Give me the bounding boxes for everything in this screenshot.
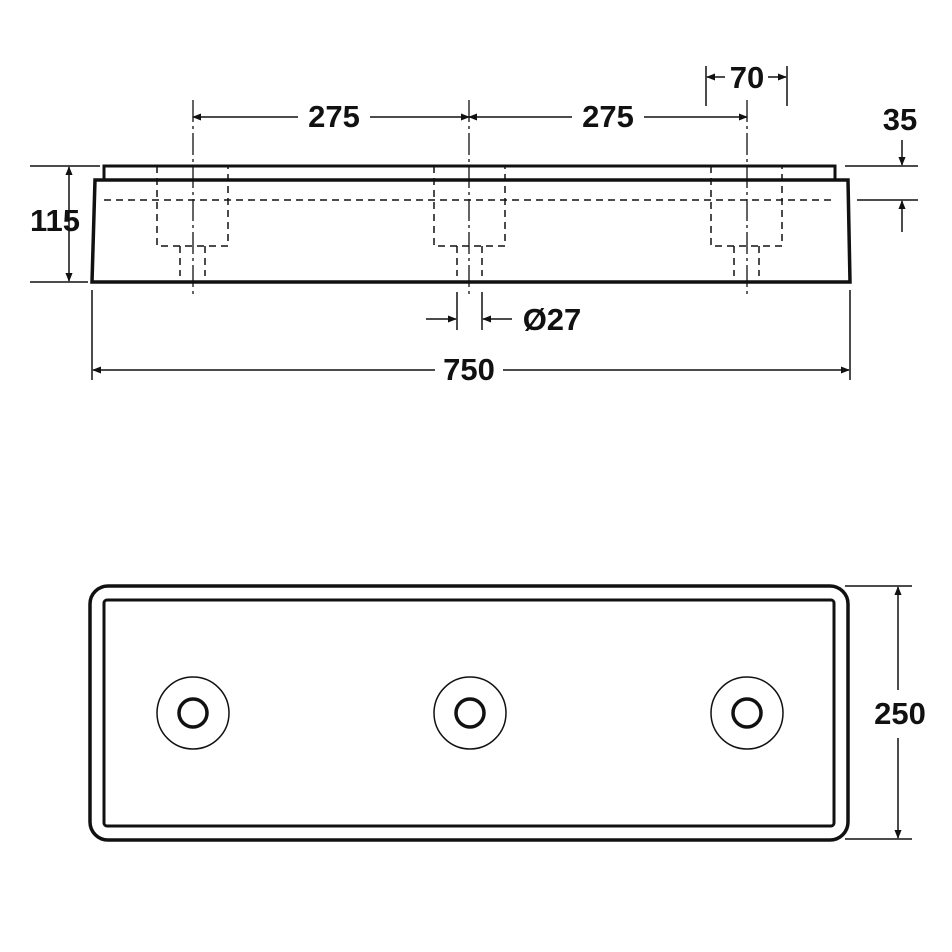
- dim-label-35: 35: [883, 102, 917, 137]
- hole-right: [710, 676, 784, 750]
- dim-label-750: 750: [443, 352, 495, 387]
- dim-label-250: 250: [874, 696, 926, 731]
- hole-middle: [433, 676, 507, 750]
- top-view-inner-outline: [102, 598, 836, 828]
- dim-label-275-right: 275: [582, 99, 634, 134]
- hidden-hole-right: [710, 166, 783, 276]
- dim-label-275-left: 275: [308, 99, 360, 134]
- hidden-hole-left: [156, 166, 229, 276]
- side-view: [90, 100, 852, 296]
- top-view-outer-outline: [88, 584, 850, 842]
- dim-label-70: 70: [730, 60, 764, 95]
- body-outline: [90, 178, 852, 284]
- top-view: [88, 584, 850, 842]
- dim-label-hole-diameter: Ø27: [523, 302, 582, 337]
- center-lines: [192, 100, 748, 296]
- hidden-hole-middle: [433, 166, 506, 276]
- dim-label-115: 115: [30, 203, 80, 238]
- hole-left: [156, 676, 230, 750]
- top-dimensions: [845, 585, 912, 840]
- side-dimensions: [30, 66, 918, 380]
